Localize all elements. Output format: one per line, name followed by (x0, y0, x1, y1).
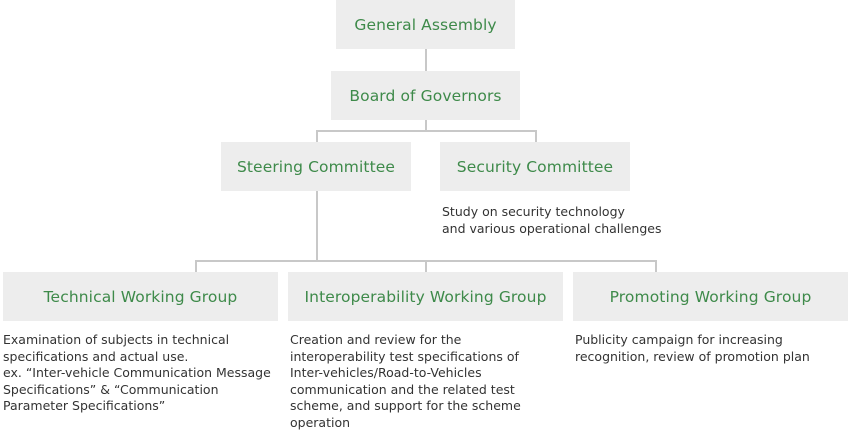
general-assembly-box: General Assembly (336, 0, 515, 49)
description-line: operation (290, 414, 351, 430)
description-line: Specifications” & “Communication (3, 381, 219, 397)
description-line: Inter-vehicles/Road-to-Vehicles (290, 365, 482, 380)
description-line: specifications and actual use. (3, 348, 189, 364)
description-line: interoperability test specifications of (290, 348, 519, 364)
security-committee-label: Security Committee (456, 157, 614, 176)
description-line: Publicity campaign for increasing (575, 332, 783, 347)
description-line: and various operational challenges (442, 220, 662, 236)
description-line: Study on security technology (442, 204, 625, 219)
interoperability-wg-label: Interoperability Working Group (304, 287, 547, 306)
connector-ga-bog (425, 49, 427, 71)
board-of-governors-box: Board of Governors (331, 71, 520, 120)
general-assembly-label: General Assembly (354, 15, 497, 34)
security-committee-box: Security Committee (440, 142, 630, 191)
technical-wg-description: Examination of subjects in technical spe… (3, 332, 271, 415)
board-of-governors-label: Board of Governors (349, 86, 502, 105)
description-line: scheme, and support for the scheme (290, 398, 521, 413)
steering-committee-box: Steering Committee (221, 142, 411, 191)
interoperability-wg-box: Interoperability Working Group (288, 272, 563, 321)
description-line: ex. “Inter-vehicle Communication Message (3, 365, 271, 380)
security-committee-description: Study on security technology and various… (442, 204, 662, 237)
steering-committee-label: Steering Committee (236, 157, 396, 176)
description-line: recognition, review of promotion plan (575, 348, 810, 364)
connector-bog-down (425, 119, 427, 131)
technical-wg-box: Technical Working Group (3, 272, 278, 321)
connector-to-technical-wg (195, 260, 197, 272)
connector-committees-horizontal (316, 130, 537, 132)
connector-to-promoting-wg (655, 260, 657, 272)
description-line: Parameter Specifications” (3, 398, 166, 413)
description-line: Examination of subjects in technical (3, 332, 230, 347)
technical-wg-label: Technical Working Group (43, 287, 238, 306)
promoting-wg-description: Publicity campaign for increasing recogn… (575, 332, 810, 365)
promoting-wg-label: Promoting Working Group (609, 287, 812, 306)
connector-steering-down (316, 191, 318, 262)
connector-to-steering (316, 130, 318, 142)
promoting-wg-box: Promoting Working Group (573, 272, 848, 321)
description-line: Creation and review for the (290, 332, 462, 347)
interoperability-wg-description: Creation and review for the interoperabi… (290, 332, 521, 431)
description-line: communication and the related test (290, 381, 515, 397)
connector-to-security (535, 130, 537, 142)
connector-to-interop-wg (425, 260, 427, 272)
